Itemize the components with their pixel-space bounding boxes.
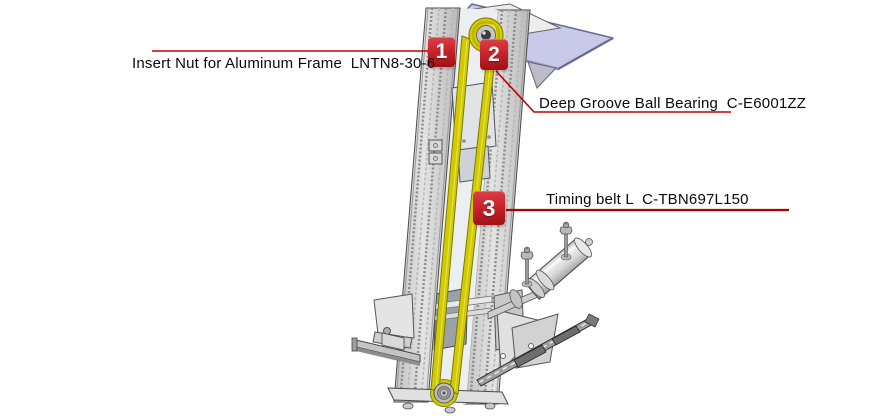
bottom-pulley [433,382,455,404]
callout-number: 3 [482,194,496,221]
base-rail-right [476,313,600,387]
base-rail-left [351,332,421,366]
leader-line-2 [495,70,731,113]
callout-leader-lines [152,50,789,212]
callout-label-insert-nut: Insert Nut for Aluminum Frame LNTN8-30-6 [132,55,436,72]
platform-support-bracket [527,61,557,89]
callout-badge-2: 2 [480,39,508,70]
callout-number: 1 [435,40,448,63]
insert-nut-bracket [428,139,443,165]
callout-label-timing-belt: Timing belt L C-TBN697L150 [546,191,749,208]
callout-number: 2 [488,42,500,66]
adjuster-screw [520,246,534,288]
callout-badge-3: 3 [473,191,505,225]
callout-label-ball-bearing: Deep Groove Ball Bearing C-E6001ZZ [539,95,807,112]
adjuster-screw [559,221,573,261]
cylinder-assembly [487,221,593,320]
callout-badge-1: 1 [428,37,455,67]
